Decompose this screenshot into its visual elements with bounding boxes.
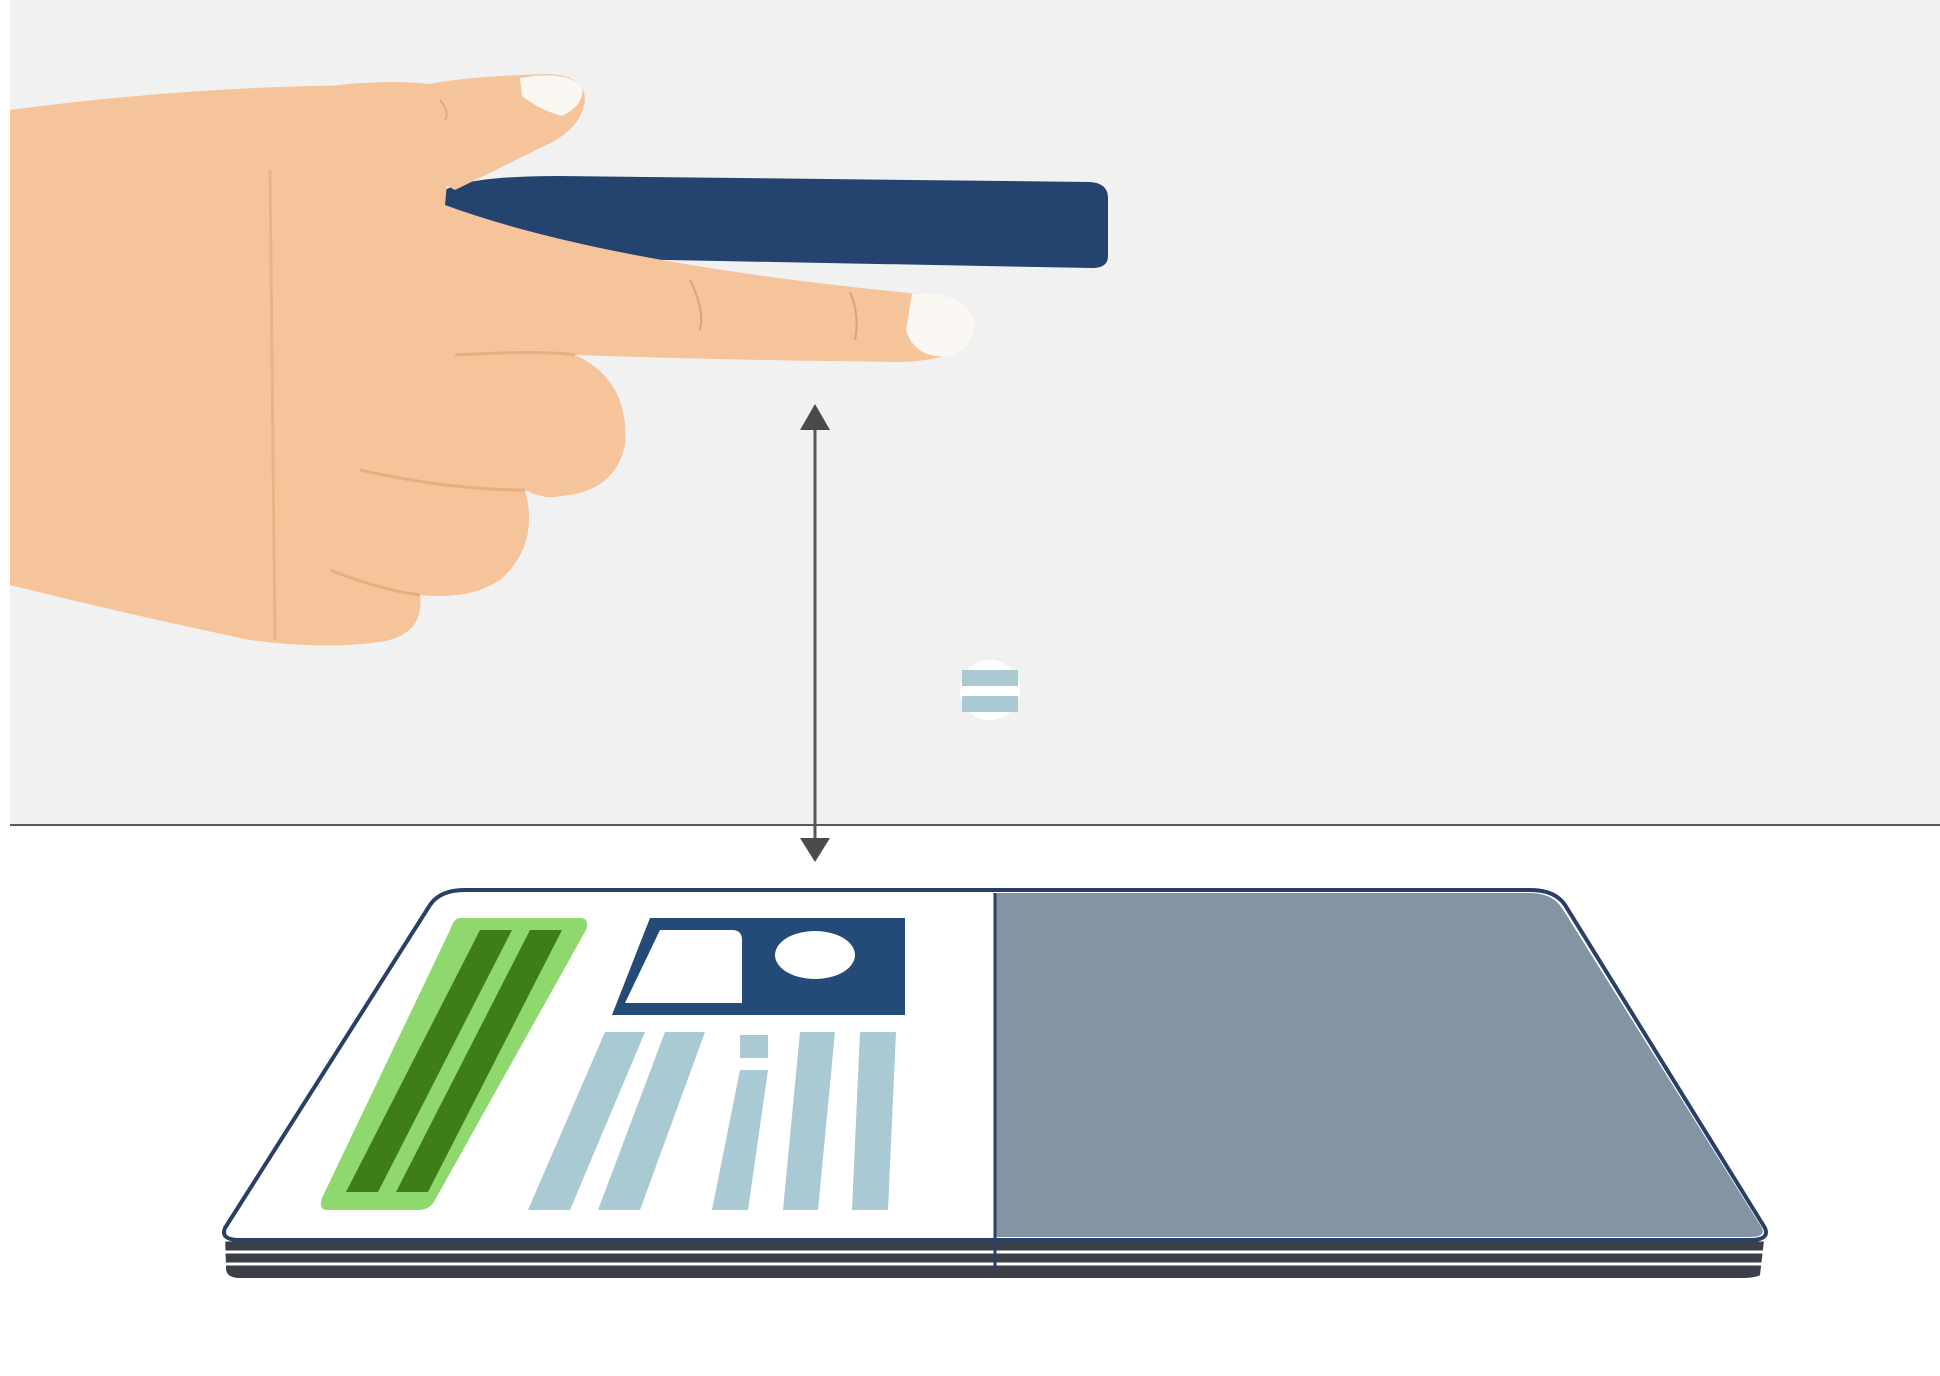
id-card-reader-icon bbox=[224, 890, 1766, 1278]
text-line bbox=[740, 1035, 768, 1058]
left-margin bbox=[0, 0, 10, 1376]
indicator-dot-icon bbox=[960, 660, 1020, 720]
